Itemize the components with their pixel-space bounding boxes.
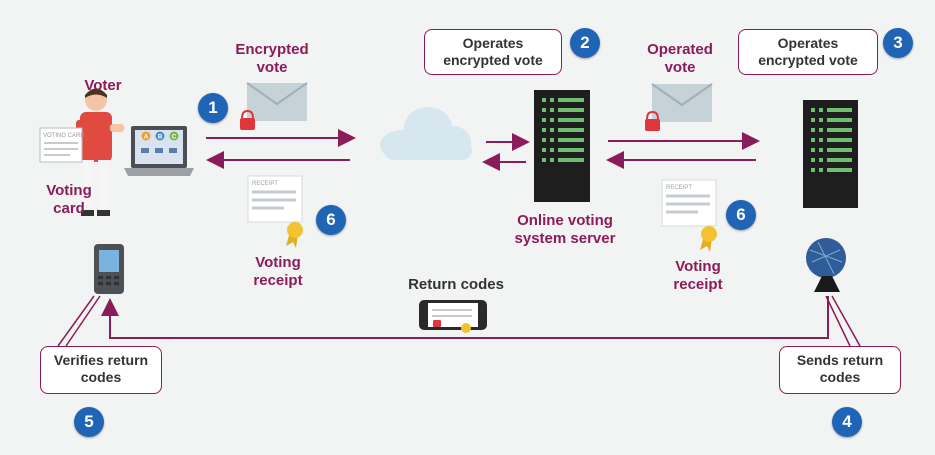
laptop-key-b: B bbox=[158, 135, 163, 141]
receipt-text-1: RECEIPT bbox=[252, 181, 278, 187]
callout-sends-line2: codes bbox=[819, 369, 861, 385]
server-icon-2 bbox=[803, 100, 858, 208]
encrypted-vote-label: Encrypted vote bbox=[222, 41, 322, 77]
step-badge-3: 3 bbox=[883, 28, 913, 58]
encrypted-vote-label-line2: vote bbox=[256, 59, 288, 76]
voting-card-label-line1: Voting bbox=[46, 182, 92, 199]
voting-card-icon: VOTING CARD bbox=[39, 127, 85, 163]
step-badge-4: 4 bbox=[832, 407, 862, 437]
server-icon-1 bbox=[534, 90, 590, 202]
callout-verifies-line2: codes bbox=[80, 369, 122, 385]
receipt-icon-1: RECEIPT bbox=[247, 175, 303, 223]
laptop-key-c: C bbox=[172, 135, 177, 141]
callout-operates-2: Operates encrypted vote bbox=[738, 29, 878, 75]
step-badge-5: 5 bbox=[74, 407, 104, 437]
seal-icon-1 bbox=[286, 222, 303, 248]
voting-receipt-1-line2: receipt bbox=[253, 272, 303, 289]
server-label-line1: Online voting bbox=[517, 212, 613, 229]
seal-icon-2 bbox=[700, 226, 717, 252]
envelope-icon-1 bbox=[246, 82, 308, 121]
satellite-dish-icon bbox=[806, 238, 846, 292]
receipt-text-2: RECEIPT bbox=[666, 185, 692, 191]
arrow-return-codes bbox=[101, 296, 829, 339]
lock-icon-2 bbox=[645, 110, 660, 131]
return-codes-label: Return codes bbox=[408, 276, 504, 293]
callout-operates-2-line1: Operates bbox=[777, 35, 839, 51]
step-badge-6-right: 6 bbox=[726, 200, 756, 230]
encrypted-vote-label-line1: Encrypted bbox=[235, 41, 309, 58]
callout-verifies-line1: Verifies return bbox=[53, 352, 149, 368]
voting-card-label-line2: card bbox=[53, 200, 85, 217]
voting-receipt-2-line1: Voting bbox=[675, 258, 721, 275]
callout-operates-1-line2: encrypted vote bbox=[443, 52, 543, 68]
voter-label: Voter bbox=[84, 77, 122, 94]
envelope-icon-2 bbox=[651, 83, 713, 122]
voting-card-text: VOTING CARD bbox=[43, 133, 85, 139]
laptop-icon: A B C bbox=[124, 126, 194, 176]
voting-receipt-label-2: Voting receipt bbox=[658, 258, 738, 294]
server-label-line2: system server bbox=[514, 230, 616, 247]
step-badge-6-left: 6 bbox=[316, 205, 346, 235]
mobile-phone-icon bbox=[94, 244, 124, 294]
operated-vote-label-line2: vote bbox=[664, 59, 696, 76]
voting-receipt-label-1: Voting receipt bbox=[238, 254, 318, 290]
lock-icon-1 bbox=[240, 109, 255, 130]
step-badge-2: 2 bbox=[570, 28, 600, 58]
operated-vote-label: Operated vote bbox=[632, 41, 728, 77]
callout-tail-verifies bbox=[57, 295, 101, 347]
operated-vote-label-line1: Operated bbox=[647, 41, 713, 58]
receipt-icon-2: RECEIPT bbox=[661, 179, 717, 227]
cloud-icon bbox=[380, 107, 472, 160]
return-codes-device-icon bbox=[419, 300, 487, 333]
voting-card-label: Voting card bbox=[40, 182, 98, 218]
callout-verifies-return-codes: Verifies return codes bbox=[40, 346, 162, 394]
callout-operates-1-line1: Operates bbox=[462, 35, 524, 51]
voting-receipt-1-line1: Voting bbox=[255, 254, 301, 271]
server-label: Online voting system server bbox=[500, 212, 630, 248]
step-badge-1: 1 bbox=[198, 93, 228, 123]
callout-operates-1: Operates encrypted vote bbox=[424, 29, 562, 75]
callout-sends-return-codes: Sends return codes bbox=[779, 346, 901, 394]
voting-receipt-2-line2: receipt bbox=[673, 276, 723, 293]
callout-operates-2-line2: encrypted vote bbox=[758, 52, 858, 68]
callout-sends-line1: Sends return bbox=[796, 352, 884, 368]
laptop-key-a: A bbox=[144, 135, 149, 141]
callout-tail-sends bbox=[825, 295, 861, 347]
